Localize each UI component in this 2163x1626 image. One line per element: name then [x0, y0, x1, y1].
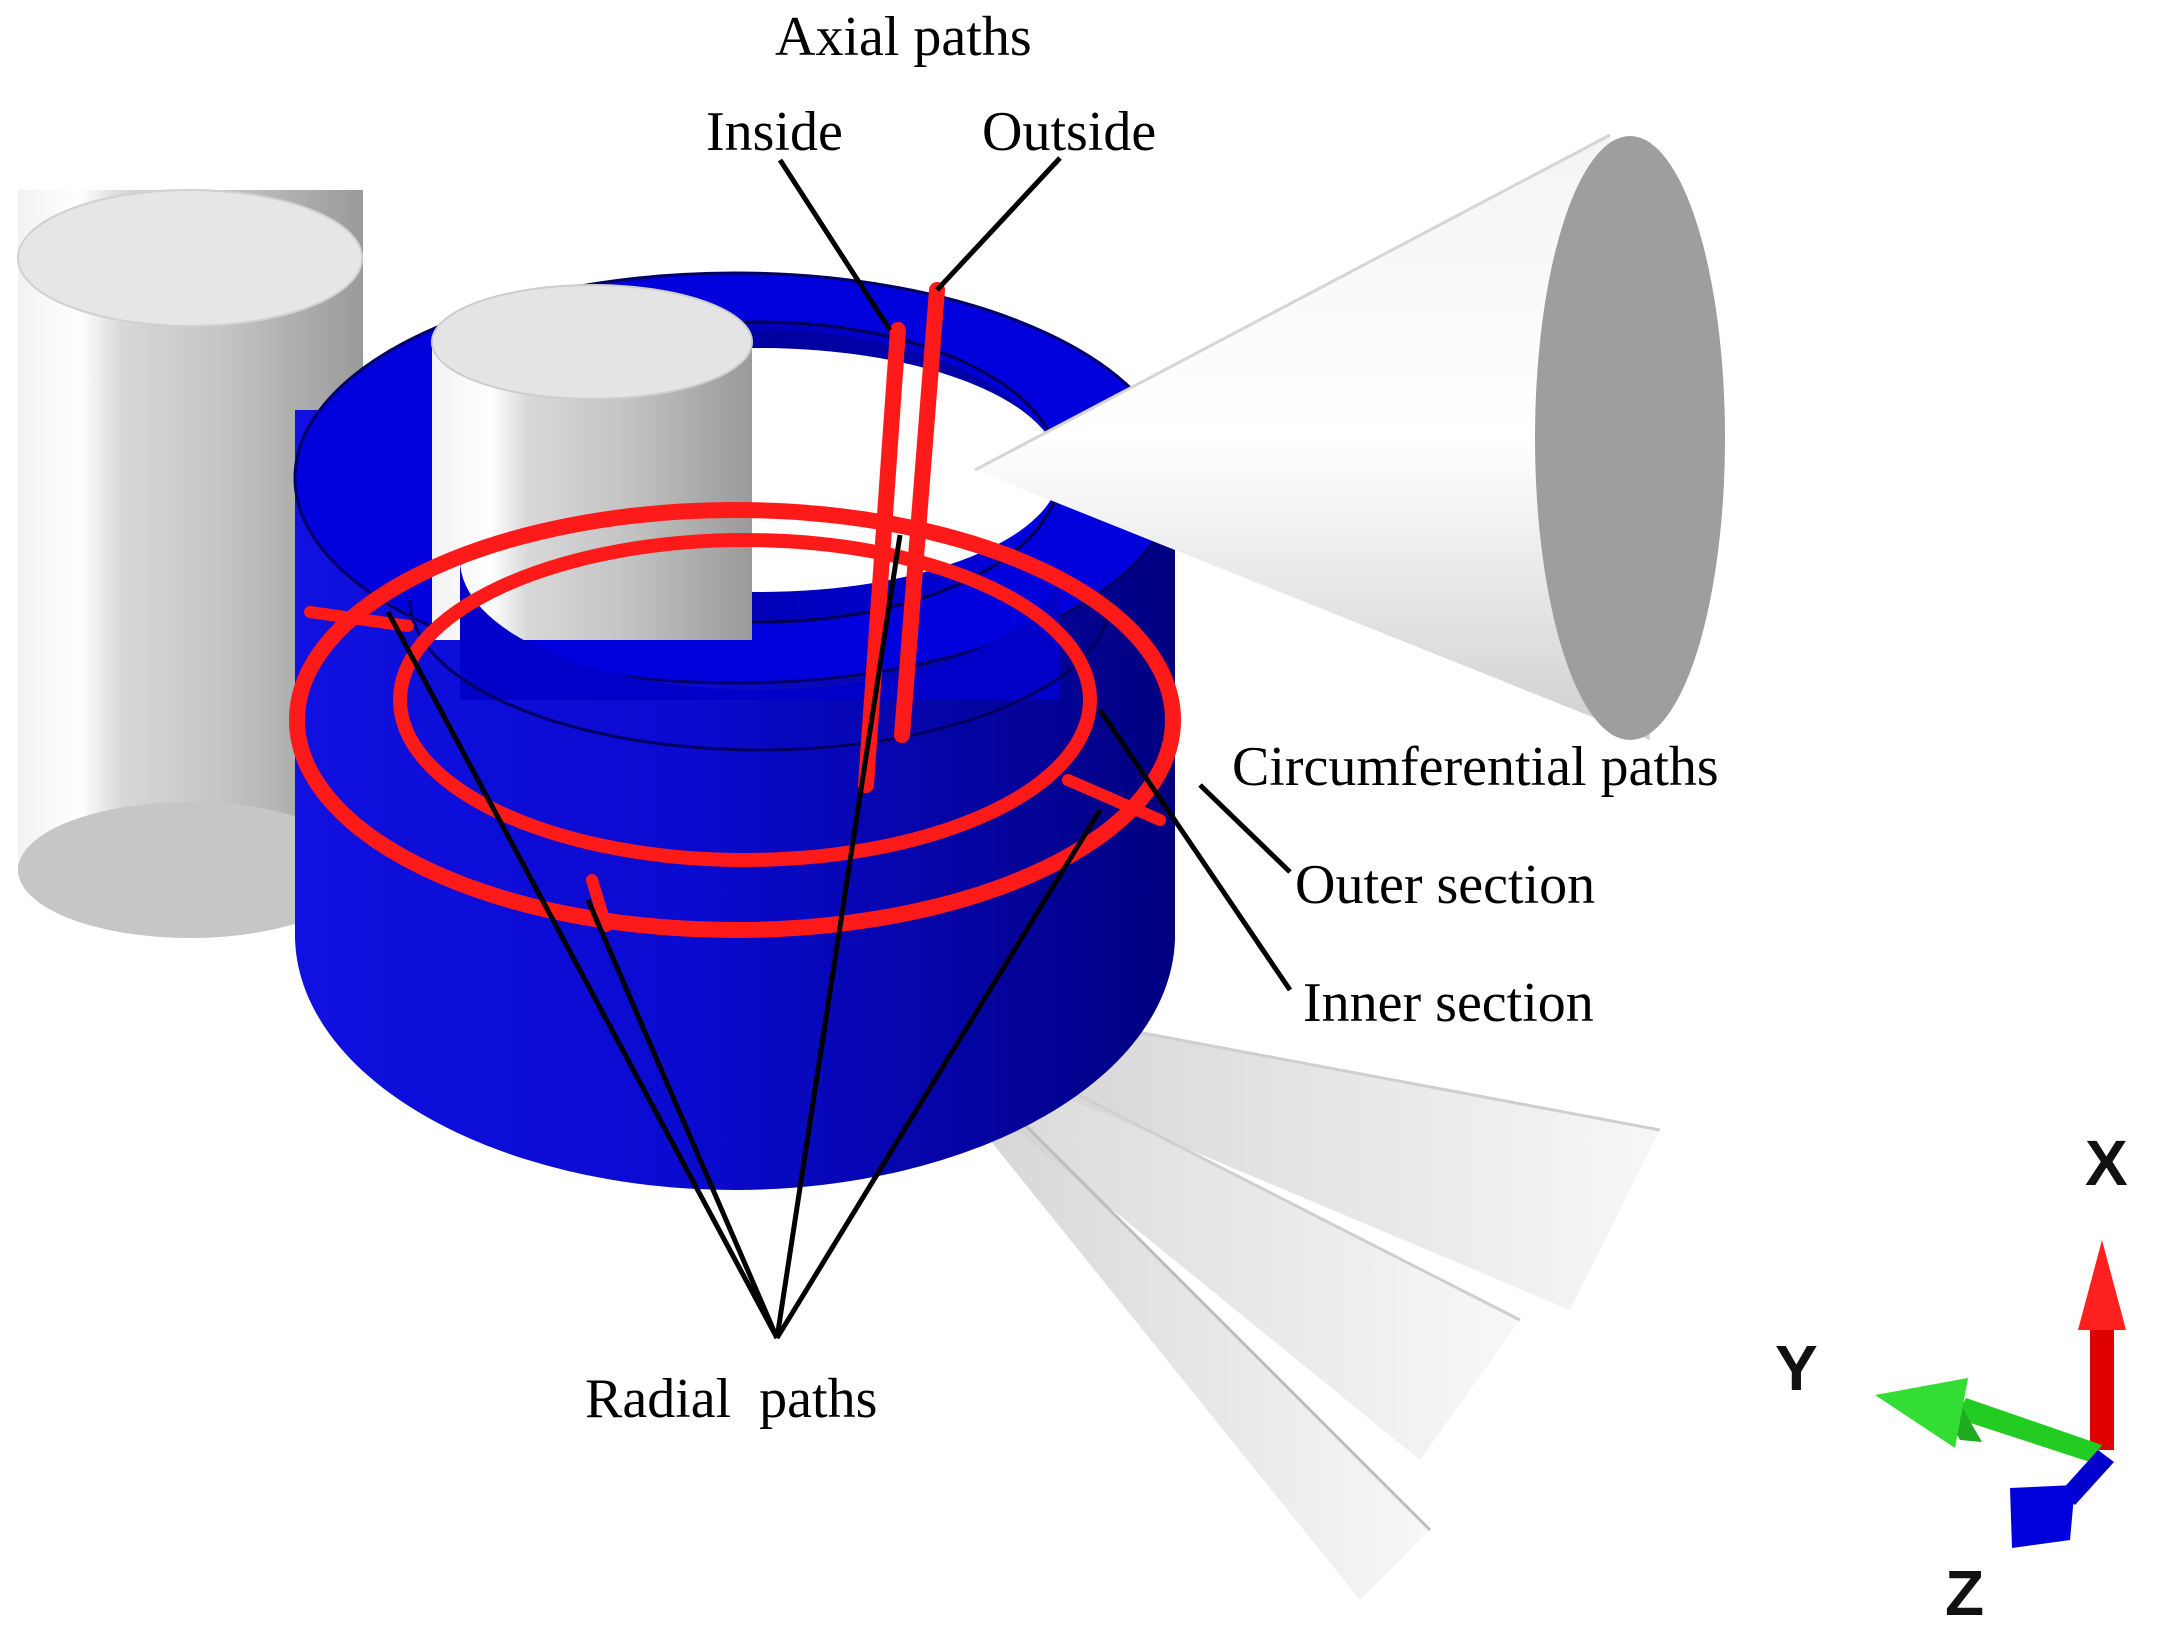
right-cone — [974, 133, 1725, 740]
radial-path-front — [586, 874, 612, 932]
circumferential-paths-label: Circumferential paths — [1232, 736, 1719, 798]
y-axis-arrow — [1875, 1378, 2102, 1462]
axial-paths-label: Axial paths — [775, 6, 1032, 68]
inner-cylinder — [431, 284, 753, 640]
x-axis-label: X — [2085, 1127, 2128, 1199]
z-axis-label: Z — [1945, 1557, 1984, 1626]
outer-circumferential-path — [289, 502, 1181, 938]
fading-cones — [990, 1008, 1661, 1600]
z-axis-arrow — [2010, 1450, 2114, 1548]
radial-path-right — [1062, 774, 1166, 826]
inner-circumferential-path — [393, 533, 1097, 867]
x-axis-arrow — [2078, 1240, 2126, 1450]
ring-front-step — [408, 560, 1112, 752]
y-axis-label: Y — [1775, 1332, 1818, 1404]
outside-label: Outside — [982, 101, 1156, 163]
red-paths — [289, 282, 1181, 938]
inner-section-label: Inner section — [1303, 972, 1594, 1034]
outer-section-label: Outer section — [1295, 854, 1595, 916]
radial-paths-label: Radial paths — [585, 1368, 877, 1430]
inside-label: Inside — [706, 101, 843, 163]
leader-lines — [385, 156, 1293, 1340]
axis-triad: X Y Z — [1775, 1127, 2128, 1626]
axial-path-outside — [894, 282, 945, 743]
